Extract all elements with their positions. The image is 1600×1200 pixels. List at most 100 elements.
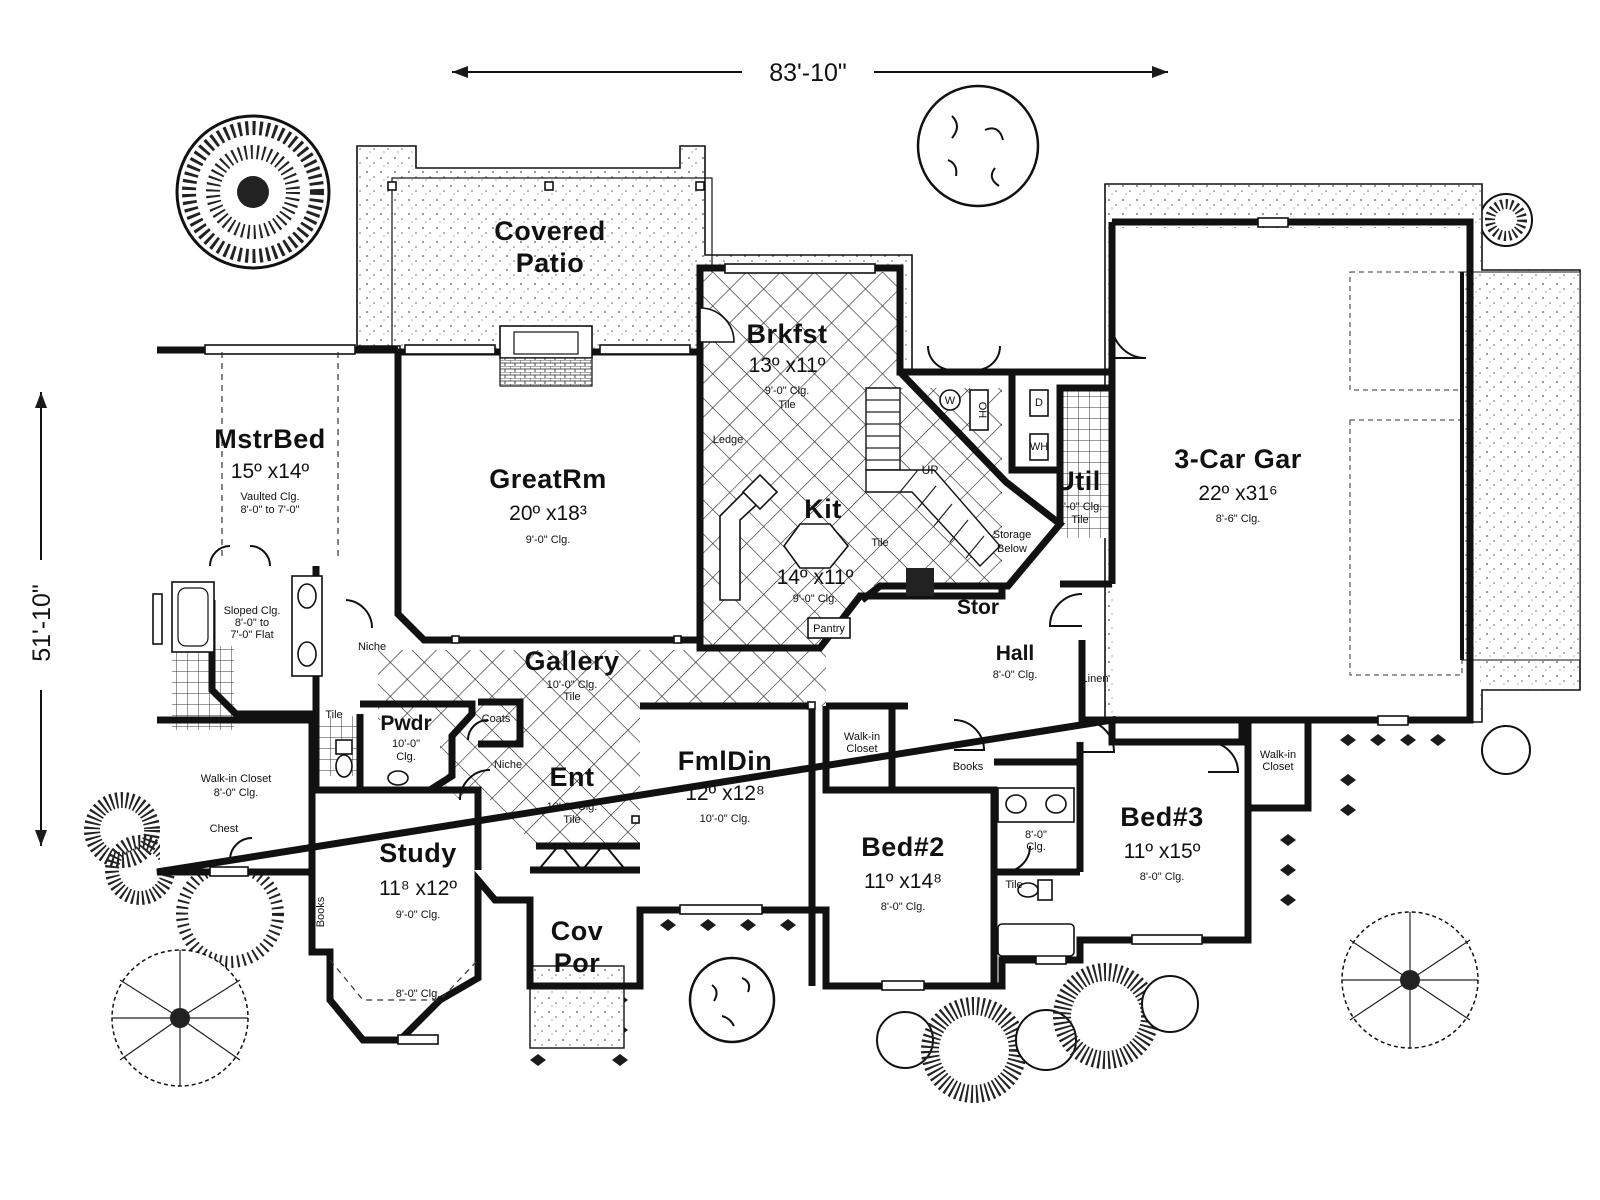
gallery-name: Gallery <box>524 646 619 676</box>
walk-in-closet-master-label: Walk-in Closet 8'-0" Clg. Chest <box>201 773 272 835</box>
vanity-bath2-icon <box>997 787 1075 957</box>
bed2-label: Walk-in Closet Books Bed#2 11º x14⁸ 8'-0… <box>844 731 984 913</box>
master-bath-label: Sloped Clg. 8'-0" to 7'-0" Flat Niche Ti… <box>224 605 387 721</box>
bed3-closet-1: Walk-in <box>1260 749 1296 761</box>
master-bed-size: 15º x14º <box>231 460 310 483</box>
stor-name: Stor <box>957 596 999 619</box>
util-floor: Tile <box>1071 514 1088 526</box>
bed2-size: 11º x14⁸ <box>864 870 942 893</box>
bed3-ceiling: 8'-0" Clg. <box>1140 871 1185 883</box>
family-dining-size: 12º x12⁸ <box>685 782 765 805</box>
bath2-ceiling-2: Clg. <box>1026 841 1046 853</box>
bay-window <box>329 959 479 1001</box>
study-name: Study <box>379 838 457 868</box>
walk-in-closet-master-ceiling: 8'-0" Clg. <box>214 787 259 799</box>
pwdr-name: Pwdr <box>380 712 431 735</box>
study-label: Study 11⁸ x12º 9'-0" Clg. 8'-0" Clg. Boo… <box>315 838 457 1000</box>
room-labels: Covered Patio Brkfst 13º x11º 9'-0" Clg.… <box>201 216 1302 1000</box>
study-bay-ceiling: 8'-0" Clg. <box>396 988 441 1000</box>
garage-size: 22º x31⁶ <box>1198 482 1277 505</box>
study-books: Books <box>315 896 327 927</box>
tree-bottom-right <box>1341 911 1479 1049</box>
tree-top-center <box>916 84 1040 208</box>
master-bed-name: MstrBed <box>214 424 326 454</box>
doors <box>209 307 1240 873</box>
bed3-name: Bed#3 <box>1120 802 1204 832</box>
master-bed-label: MstrBed 15º x14º Vaulted Clg. 8'-0" to 7… <box>214 424 326 516</box>
util-ceiling: 8'-0" Clg. <box>1058 501 1103 513</box>
covered-patio-name-1: Covered <box>494 216 606 246</box>
study-size: 11⁸ x12º <box>379 877 457 900</box>
bed2-closet-1: Walk-in <box>844 731 880 743</box>
entry-label: Niche Ent 10'-0" Clg. Tile <box>494 759 597 826</box>
covered-patio-name-2: Patio <box>516 248 585 278</box>
depth-label: 51'-10" <box>28 584 56 662</box>
family-dining-name: FmlDin <box>678 746 773 776</box>
tree-bottom-left <box>111 949 249 1087</box>
water-heater-label: WH <box>1030 441 1048 453</box>
great-room-size: 20º x18³ <box>509 502 587 525</box>
master-bed-ceiling-2: 8'-0" to 7'-0" <box>240 504 299 516</box>
depth-dimension: 51'-10" <box>28 392 56 846</box>
great-room-ceiling: 9'-0" Clg. <box>526 534 571 546</box>
hall-ceiling: 8'-0" Clg. <box>993 669 1038 681</box>
brkfst-ceiling: 9'-0" Clg. <box>765 385 810 397</box>
kitchen-floor: Tile <box>871 537 888 549</box>
coats-label: Coats <box>482 713 511 725</box>
brkfst-size: 13º x11º <box>749 354 826 377</box>
kitchen-ceiling: 9'-0" Clg. <box>793 593 838 605</box>
family-dining-label: FmlDin 12º x12⁸ 10'-0" Clg. <box>678 746 773 825</box>
stairs-storage-2: Below <box>997 543 1027 555</box>
entry-niche: Niche <box>494 759 522 771</box>
master-bath-tile: Tile <box>325 709 342 721</box>
kitchen-label: Ledge Kit Tile 14º x11º 9'-0" Clg. Pantr… <box>713 434 889 635</box>
hall-name: Hall <box>996 642 1035 665</box>
entry-ceiling: 10'-0" Clg. <box>547 801 598 813</box>
bath2-ceiling-1: 8'-0" <box>1025 829 1047 841</box>
fireplace-icon <box>499 325 593 387</box>
kitchen-pantry: Pantry <box>813 623 845 635</box>
linen-label: Linen <box>1082 673 1109 685</box>
porch-columns <box>387 181 816 824</box>
gallery-label: Gallery 10'-0" Clg. Tile <box>524 646 619 703</box>
landscaping <box>84 84 1533 1103</box>
washer-label: W <box>945 395 956 407</box>
master-bath-ceiling-3: 7'-0" Flat <box>230 629 273 641</box>
stairs-labels: UP Storage Below Stor <box>922 463 1032 619</box>
master-bath-ceiling-2: 8'-0" to <box>235 617 269 629</box>
bed3-size: 11º x15º <box>1124 840 1201 863</box>
pwdr-ceiling-1: 10'-0" <box>392 738 420 750</box>
bath2-label: 8'-0" Clg. Tile <box>1005 829 1047 891</box>
family-dining-ceiling: 10'-0" Clg. <box>700 813 751 825</box>
garage-ceiling: 8'-6" Clg. <box>1216 513 1261 525</box>
great-room-label: GreatRm 20º x18³ 9'-0" Clg. <box>489 464 606 546</box>
bed2-name: Bed#2 <box>861 832 945 862</box>
width-label: 83'-10" <box>769 59 847 87</box>
bed2-closet-2: Closet <box>846 743 877 755</box>
width-dimension: 83'-10" <box>452 59 1168 87</box>
wh-label: OH <box>976 402 988 419</box>
garage-name: 3-Car Gar <box>1174 444 1302 474</box>
entry-name: Ent <box>550 762 595 792</box>
brkfst-floor: Tile <box>778 399 795 411</box>
bed3-closet-2: Closet <box>1262 761 1293 773</box>
fixtures <box>171 181 1464 1001</box>
entry-floor: Tile <box>563 814 580 826</box>
kitchen-size: 14º x11º <box>777 566 854 589</box>
gallery-ceiling: 10'-0" Clg. <box>547 679 598 691</box>
stairs-icon <box>865 387 1001 568</box>
stairs-storage-1: Storage <box>993 529 1032 541</box>
chest-label: Chest <box>210 823 239 835</box>
washer-dryer-icons <box>939 389 1049 461</box>
bed2-books: Books <box>953 761 984 773</box>
shrub-right-cluster <box>1280 725 1531 906</box>
brkfst-name: Brkfst <box>746 319 827 349</box>
gallery-floor: Tile <box>563 691 580 703</box>
vanity-sinks-master-icon <box>291 575 323 677</box>
bathtub-icon <box>171 581 215 653</box>
stairs-up: UP <box>922 463 939 477</box>
bed3-label: Walk-in Closet Bed#3 11º x15º 8'-0" Clg. <box>1120 749 1296 883</box>
windows <box>152 217 1409 1045</box>
hall-label: Hall 8'-0" Clg. Linen <box>993 642 1109 685</box>
